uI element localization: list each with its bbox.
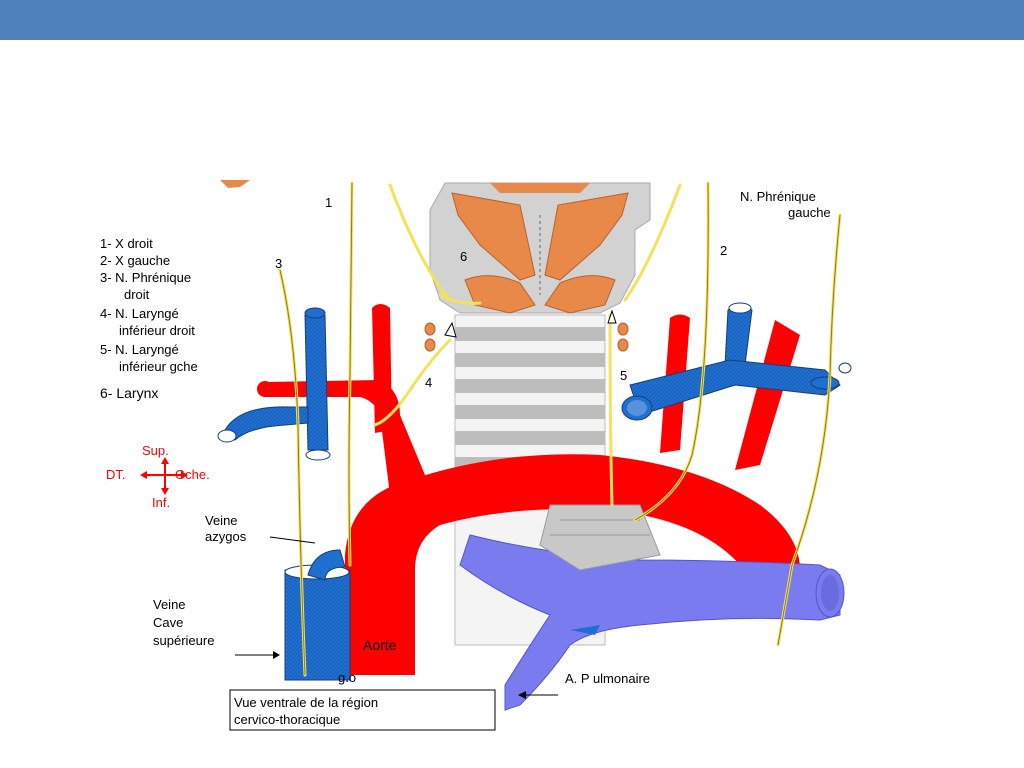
parathyroid-bodies	[424, 322, 629, 352]
label-azygos-1: Veine	[205, 513, 238, 528]
legend-item-6: 6- Larynx	[100, 385, 158, 401]
legend-item-4b: inférieur droit	[119, 323, 195, 338]
pulmonaire-arrow-icon	[518, 691, 526, 699]
legend-item-2: 2- X gauche	[100, 253, 170, 268]
thyroid-muscle-left	[544, 192, 629, 281]
arrow-down-icon	[161, 488, 169, 495]
compass-left: Gche.	[175, 467, 210, 482]
cricothyroid-muscle	[464, 275, 536, 314]
label-vcs-2: Cave	[153, 615, 183, 630]
label-3: 3	[275, 256, 282, 271]
muscle-fragment	[220, 180, 250, 188]
label-azygos-2: azygos	[205, 529, 247, 544]
legend-item-4: 4- N. Laryngé	[100, 306, 179, 321]
legend-item-5b: inférieur gche	[119, 359, 198, 374]
label-go: g.o	[338, 670, 356, 685]
arrow-left-icon	[140, 471, 147, 479]
caption-line-1: Vue ventrale de la région	[234, 695, 378, 710]
bronchi	[539, 504, 661, 571]
thyroid-muscle-right	[451, 192, 536, 281]
label-phrenic-left-1: N. Phrénique	[740, 189, 816, 204]
legend-item-1: 1- X droit	[100, 236, 153, 251]
pulmonary-artery	[459, 534, 845, 711]
vcs-arrow-icon	[273, 651, 280, 659]
compass-sup: Sup.	[142, 443, 169, 458]
label-5: 5	[620, 368, 627, 383]
veins	[217, 302, 852, 681]
caption-box: Vue ventrale de la région cervico-thorac…	[229, 689, 496, 731]
orientation-compass: Sup. DT. Gche. Inf.	[106, 443, 210, 510]
label-vcs-1: Veine	[153, 597, 186, 612]
label-pulmonaire: A. P ulmonaire	[565, 671, 650, 686]
label-4: 4	[425, 375, 432, 390]
aortic-arch	[345, 454, 800, 675]
larynx	[429, 182, 651, 314]
label-vcs-3: supérieure	[153, 633, 214, 648]
label-6: 6	[460, 249, 467, 264]
compass-right: DT.	[106, 467, 126, 482]
anatomy-diagram: 1- X droit 2- X gauche 3- N. Phrénique d…	[100, 180, 852, 731]
label-2: 2	[720, 243, 727, 258]
legend-item-3b: droit	[124, 287, 150, 302]
legend: 1- X droit 2- X gauche 3- N. Phrénique d…	[100, 236, 198, 401]
arrow-right-icon	[181, 471, 188, 479]
azygos-pointer	[269, 536, 316, 544]
legend-item-3: 3- N. Phrénique	[100, 270, 191, 285]
label-aorte: Aorte	[363, 637, 397, 653]
nerve-outline	[279, 182, 841, 676]
arrow-up-icon	[161, 457, 169, 464]
caption-line-2: cervico-thoracique	[234, 712, 340, 727]
label-phrenic-left-2: gauche	[788, 205, 831, 220]
header-bar	[0, 0, 1024, 40]
compass-inf: Inf.	[152, 495, 170, 510]
legend-item-5: 5- N. Laryngé	[100, 342, 179, 357]
nerve-arrows	[444, 309, 617, 338]
label-1: 1	[325, 195, 332, 210]
